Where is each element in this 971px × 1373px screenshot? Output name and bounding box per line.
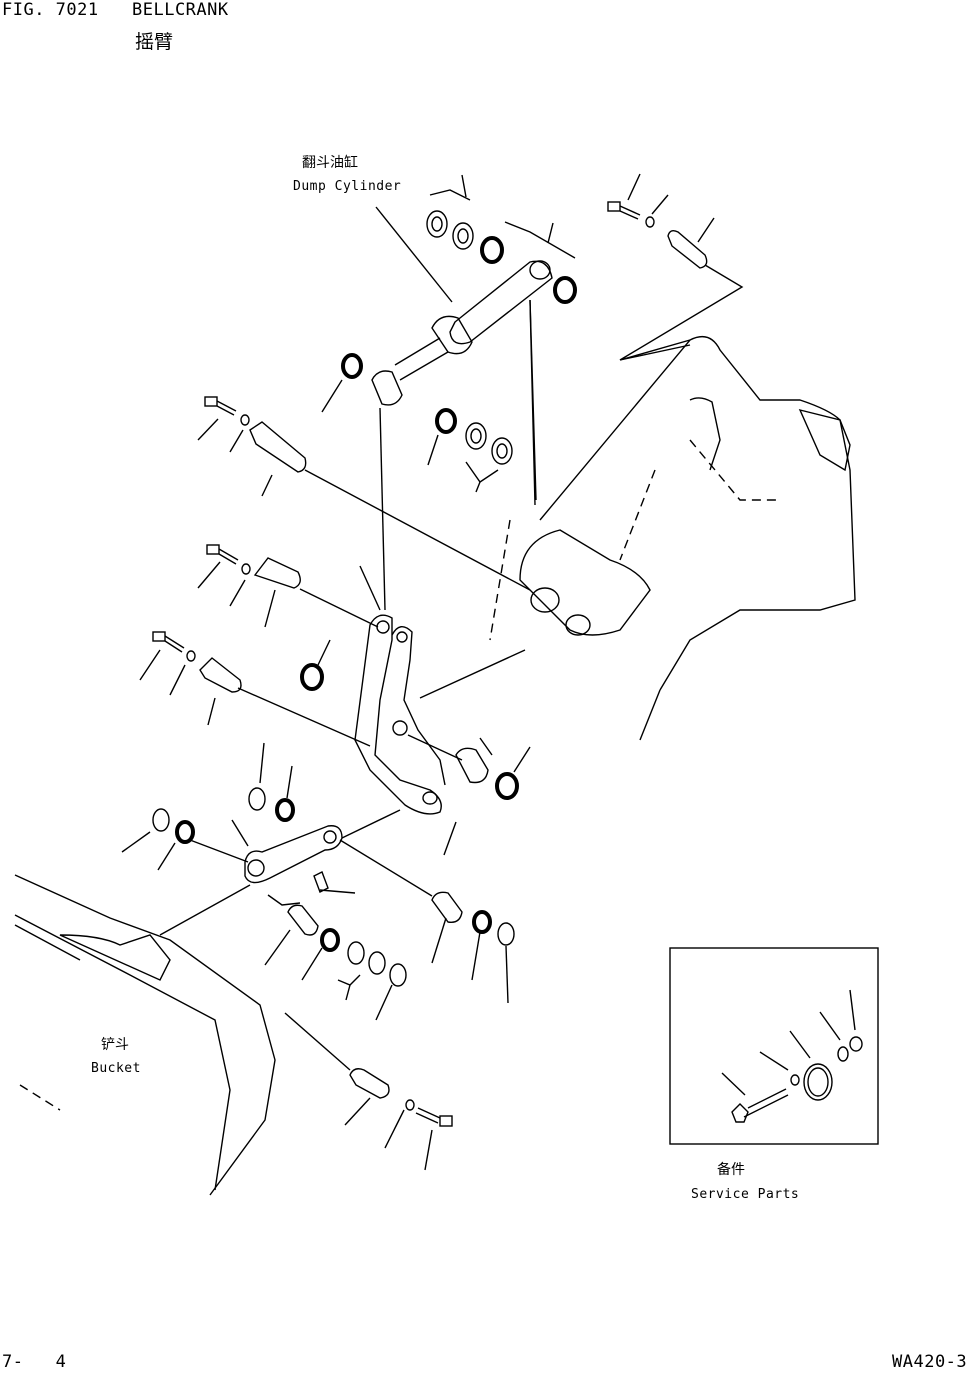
dump-cylinder — [371, 260, 553, 406]
figure-title: BELLCRANK — [132, 0, 229, 20]
dump-cylinder-label: Dump Cylinder — [293, 179, 402, 194]
page-number: 7- 4 — [2, 1352, 67, 1372]
bucket-outline — [14, 874, 276, 1196]
bucket-label: Bucket — [91, 1061, 141, 1076]
figure-number: FIG. 7021 — [2, 0, 99, 20]
leader-lines — [121, 173, 744, 1171]
loader-frame — [489, 336, 856, 741]
service-parts-box — [669, 947, 879, 1145]
model-number: WA420-3 — [892, 1352, 968, 1372]
washers — [152, 210, 577, 987]
bucket-label-cn: 铲斗 — [101, 1037, 129, 1053]
service-parts-label: Service Parts — [691, 1187, 800, 1202]
figure-title-cn: 摇臂 — [135, 31, 174, 53]
bolts-and-pins — [152, 201, 708, 1127]
service-parts-label-cn: 备件 — [717, 1162, 745, 1178]
dump-cylinder-label-cn: 翻斗油缸 — [302, 155, 358, 171]
bellcrank-arm — [354, 614, 489, 815]
bucket-link — [244, 825, 463, 936]
